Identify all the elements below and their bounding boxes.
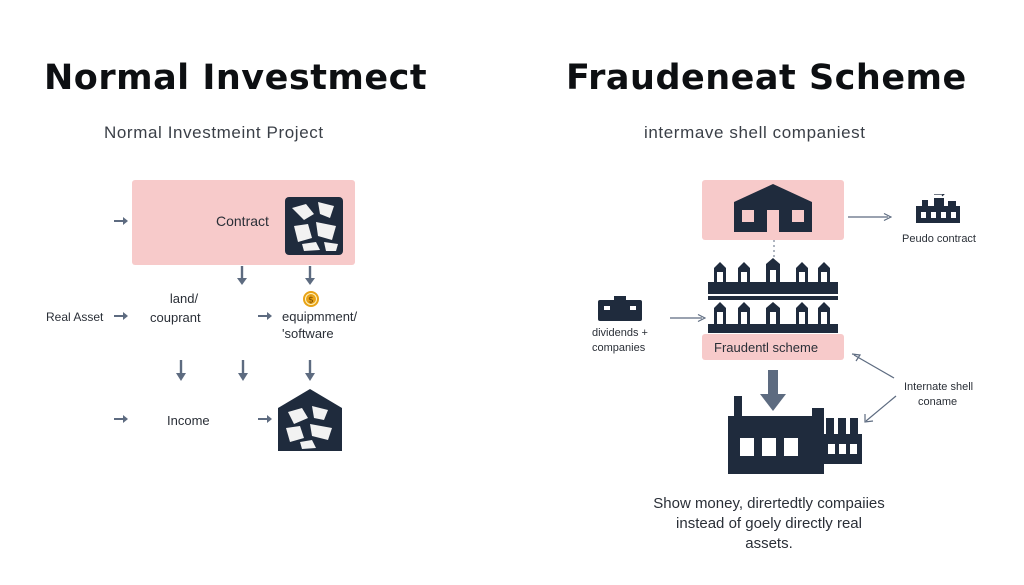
- arrow-right-icon: [670, 313, 706, 323]
- arrow-down-icon: [236, 266, 248, 286]
- income-label: Income: [167, 413, 210, 428]
- briefcase-icon: [598, 296, 642, 322]
- caption-line3: assets.: [745, 535, 793, 552]
- colonnade-icon: [708, 258, 838, 334]
- pseudo-contract-label: Peudo contract: [902, 233, 976, 245]
- coin-icon: $: [302, 290, 320, 308]
- left-subtitle: Normal Investmeint Project: [104, 123, 324, 142]
- fraud-scheme-box: [702, 334, 844, 360]
- internate-shell-label-line2: coname: [918, 396, 958, 408]
- arrow-right-icon: [848, 212, 892, 222]
- arrow-right-icon: [258, 311, 274, 321]
- svg-text:$: $: [308, 296, 314, 306]
- caption-line1: Show money, dirertedtly compaiies: [653, 495, 885, 512]
- land-label-line2: couprant: [150, 310, 201, 325]
- arrow-diagonal-icon: [850, 352, 896, 380]
- arrow-down-icon: [237, 360, 249, 382]
- equipment-label-line1: equipmment/: [282, 309, 358, 324]
- building-icon: [734, 182, 812, 234]
- dividends-label-line1: dividends +: [592, 327, 648, 339]
- land-label-line1: land/: [169, 291, 199, 306]
- caption-line2: instead of goely directly real: [676, 515, 862, 532]
- factory-icon: [728, 396, 868, 476]
- dividends-label-line2: companies: [592, 342, 646, 354]
- marble-texture-icon: [284, 196, 344, 256]
- arrow-down-icon: [304, 266, 316, 286]
- caption: Show money, dirertedtly compaiies instea…: [604, 494, 934, 554]
- arrow-down-icon: [304, 360, 316, 382]
- arrow-right-icon: [114, 414, 130, 424]
- equipment-label-line2: 'software: [282, 326, 334, 341]
- contract-label: Contract: [216, 213, 269, 229]
- arrow-right-icon: [114, 311, 130, 321]
- arrow-right-icon: [258, 414, 274, 424]
- arrow-down-icon: [175, 360, 187, 382]
- arrow-down-icon: [760, 370, 786, 412]
- house-marble-icon: [276, 388, 344, 452]
- left-title: Normal Investmect: [44, 58, 428, 98]
- right-title: Fraudeneat Scheme: [566, 58, 967, 98]
- internate-shell-label-line1: Internate shell: [904, 381, 974, 393]
- dotted-connector: [772, 240, 776, 262]
- arrow-right-icon: [114, 216, 130, 226]
- real-asset-label: Real Asset: [46, 310, 104, 324]
- arrow-diagonal-icon: [862, 394, 898, 424]
- fraud-scheme-label: Fraudentl scheme: [714, 340, 819, 355]
- right-subtitle: intermave shell companiest: [644, 123, 866, 142]
- factory-icon: [914, 194, 964, 224]
